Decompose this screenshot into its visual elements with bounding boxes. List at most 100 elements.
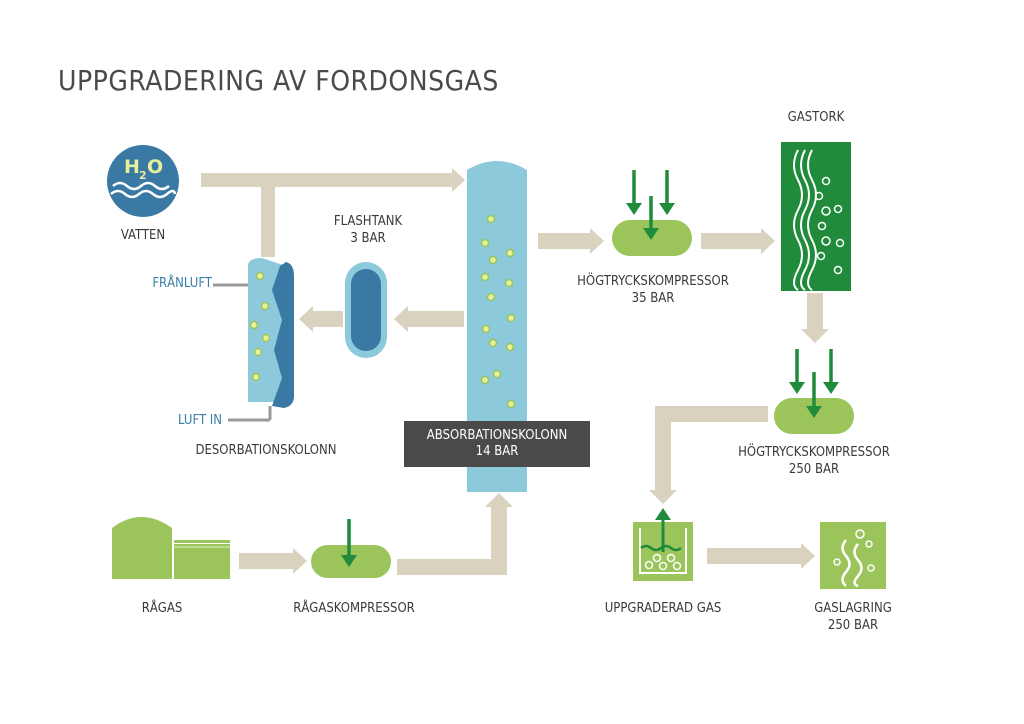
water-symbol-2: 2 [139, 169, 147, 182]
upgraded-gas-bubble [644, 560, 654, 570]
absorption-label-box: ABSORBATIONSKOLONN 14 BAR [404, 421, 590, 467]
desorption-bubble [249, 320, 259, 330]
label-upgraded-gas: UPPGRADERAD GAS [604, 601, 722, 616]
gastork-bubble [821, 176, 831, 186]
upgraded-gas-arrowhead [655, 508, 671, 520]
label-storage-name: GASLAGRING [814, 601, 892, 616]
gas-storage-bubble [855, 529, 865, 539]
gas-storage-bubble [867, 564, 875, 572]
raw-gas-compressor-arrowhead [341, 555, 357, 567]
absorption-bubble [480, 238, 490, 248]
absorption-bubble [492, 369, 502, 379]
gas-storage [820, 522, 886, 589]
upgraded-gas-bubble [672, 561, 682, 571]
label-absorption-name: ABSORBATIONSKOLONN [426, 428, 568, 443]
label-absorption-pressure: 14 BAR [475, 444, 519, 459]
gastork [781, 142, 851, 291]
raw-gas-compressor [311, 519, 391, 578]
gastork-bubble [821, 206, 831, 216]
gas-storage-bubble [865, 540, 873, 548]
pipe-ragas-absorption-arrow [485, 493, 513, 507]
upgraded-gas [633, 508, 693, 581]
label-storage-pressure: 250 BAR [827, 618, 879, 633]
gastork-bubble [833, 265, 843, 275]
pipe-water-arrow [452, 168, 465, 192]
absorption-bubble [481, 324, 491, 334]
upgraded-gas-bubble [666, 553, 676, 563]
label-compressor1-pressure: 35 BAR [631, 291, 675, 306]
gastork-wave-icon [800, 149, 810, 291]
pipe-upgraded-storage [707, 548, 801, 564]
label-compressor2-pressure: 250 BAR [788, 462, 840, 477]
pipe-compressor2-upgraded [655, 406, 768, 422]
gastork-bubble [833, 204, 843, 214]
gastork-bubble [817, 221, 827, 231]
compressor-35bar-arrowhead [626, 203, 642, 215]
pipe-ragas-compressor-arrow [293, 548, 307, 574]
absorption-bubble [504, 278, 514, 288]
compressor-250bar-arrowhead [823, 382, 839, 394]
compressor-35bar-arrowhead [659, 203, 675, 215]
label-compressor1-name: HÖGTRYCKSKOMPRESSOR [577, 274, 729, 289]
absorption-bubble [505, 248, 515, 258]
absorption-bubble [506, 313, 516, 323]
water-wave-icon-2 [110, 189, 177, 199]
pipe-compressor2-upgraded-down [655, 406, 671, 490]
compressor-250bar [774, 349, 854, 434]
pipe-compressor1-gastork-arrow [761, 228, 775, 254]
label-luft-in: LUFT IN [178, 413, 222, 428]
pipe-ragas-compressor [239, 553, 293, 569]
desorption-bubble [255, 271, 265, 281]
label-ragas-compressor: RÅGASKOMPRESSOR [293, 601, 415, 616]
gastork-bubble [816, 251, 826, 261]
desorption-bubble [251, 372, 261, 382]
label-vatten: VATTEN [120, 228, 166, 243]
pipe-water-branch [261, 185, 275, 257]
gas-storage-bubble [833, 558, 841, 566]
label-desorption: DESORBATIONSKOLONN [195, 443, 337, 458]
water-symbol-h: H [124, 156, 140, 178]
label-flashtank-name: FLASHTANK [333, 214, 403, 229]
compressor-250bar-arrowhead [806, 406, 822, 418]
absorption-bubble [480, 272, 490, 282]
label-compressor2-name: HÖGTRYCKSKOMPRESSOR [738, 445, 890, 460]
gastork-wave-icon [793, 149, 803, 291]
pipe-ragas-absorption-h [397, 559, 507, 575]
pipe-upgraded-storage-arrow [801, 543, 815, 569]
absorption-bubble [486, 214, 496, 224]
pipe-compressor1-gastork [701, 233, 761, 249]
upgraded-gas-frame [639, 528, 687, 574]
page-title: UPPGRADERING AV FORDONSGAS [58, 64, 499, 97]
gas-storage-wave-icon [853, 543, 863, 588]
upgraded-gas-bubble [658, 561, 668, 571]
pipe-absorption-flashtank [408, 311, 464, 327]
desorption-bubble [253, 347, 263, 357]
compressor-35bar [612, 170, 692, 256]
pipe-absorption-flashtank-arrow [394, 306, 408, 332]
pipe-absorption-compressor1-arrow [590, 228, 604, 254]
raw-gas-tank-small [174, 544, 230, 579]
absorption-column [467, 161, 527, 492]
desorption-bubble [260, 301, 270, 311]
upgraded-gas-wave [640, 544, 682, 552]
label-franluft: FRÅNLUFT [152, 276, 212, 291]
label-flashtank-pressure: 3 BAR [350, 231, 386, 246]
gas-storage-wave-icon [841, 539, 851, 587]
absorption-bubble [488, 338, 498, 348]
pipe-gastork-compressor2 [807, 293, 823, 329]
flashtank [345, 262, 387, 358]
absorption-bubble [488, 255, 498, 265]
compressor-250bar-arrowhead [789, 382, 805, 394]
gas-storage-box [820, 522, 886, 589]
pipe-ragas-absorption-v [491, 507, 507, 575]
gastork-bubble [821, 236, 831, 246]
gastork-bubble [835, 238, 845, 248]
pipe-flashtank-desorption [313, 311, 343, 327]
gastork-bubble [814, 191, 824, 201]
absorption-bubble [506, 399, 516, 409]
gastork-wave-icon [807, 149, 817, 291]
upgraded-gas-bubble [652, 553, 662, 563]
compressor-35bar-arrowhead [643, 228, 659, 240]
label-gastork: GASTORK [787, 110, 845, 125]
